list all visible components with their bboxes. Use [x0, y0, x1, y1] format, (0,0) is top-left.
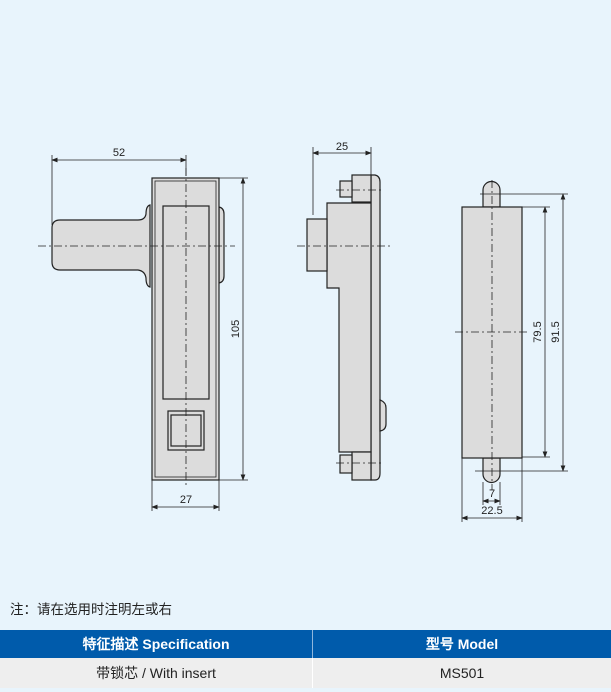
cell-specification: 带锁芯 / With insert — [0, 658, 313, 688]
spec-table: 特征描述 Specification 型号 Model 带锁芯 / With i… — [0, 630, 611, 688]
table-row: 带锁芯 / With insert MS501 — [0, 658, 611, 688]
nut-top — [351, 174, 372, 203]
dimension-lines — [51, 147, 568, 522]
dim-7: 7 — [489, 488, 495, 500]
technical-drawing: 52 105 27 25 79.5 91.5 7 22.5 — [38, 141, 568, 522]
side-view — [306, 174, 387, 481]
dim-91-5: 91.5 — [550, 321, 562, 342]
header-model: 型号 Model — [312, 630, 611, 658]
screw-bottom — [339, 454, 353, 474]
selection-note: 注：请在选用时注明左或右 — [10, 602, 172, 617]
dim-52: 52 — [113, 147, 125, 159]
table-header-row: 特征描述 Specification 型号 Model — [0, 630, 611, 658]
nut-bottom — [351, 451, 372, 481]
side-knob — [306, 218, 328, 272]
dim-79-5: 79.5 — [532, 321, 544, 342]
mount-plate — [370, 174, 381, 481]
dim-25: 25 — [336, 141, 348, 153]
handle-lever — [51, 204, 151, 288]
centerlines — [38, 168, 530, 490]
front-view — [51, 177, 225, 481]
screw-top — [339, 180, 353, 198]
dim-22-5: 22.5 — [481, 505, 502, 517]
dim-27: 27 — [180, 494, 192, 506]
header-specification: 特征描述 Specification — [0, 630, 313, 658]
tab-bottom — [482, 457, 501, 484]
dim-105: 105 — [230, 320, 242, 338]
rear-bump — [218, 206, 225, 284]
cell-model: MS501 — [312, 658, 611, 688]
dimension-labels: 52 105 27 25 79.5 91.5 7 22.5 — [113, 141, 562, 517]
side-body — [326, 202, 372, 453]
